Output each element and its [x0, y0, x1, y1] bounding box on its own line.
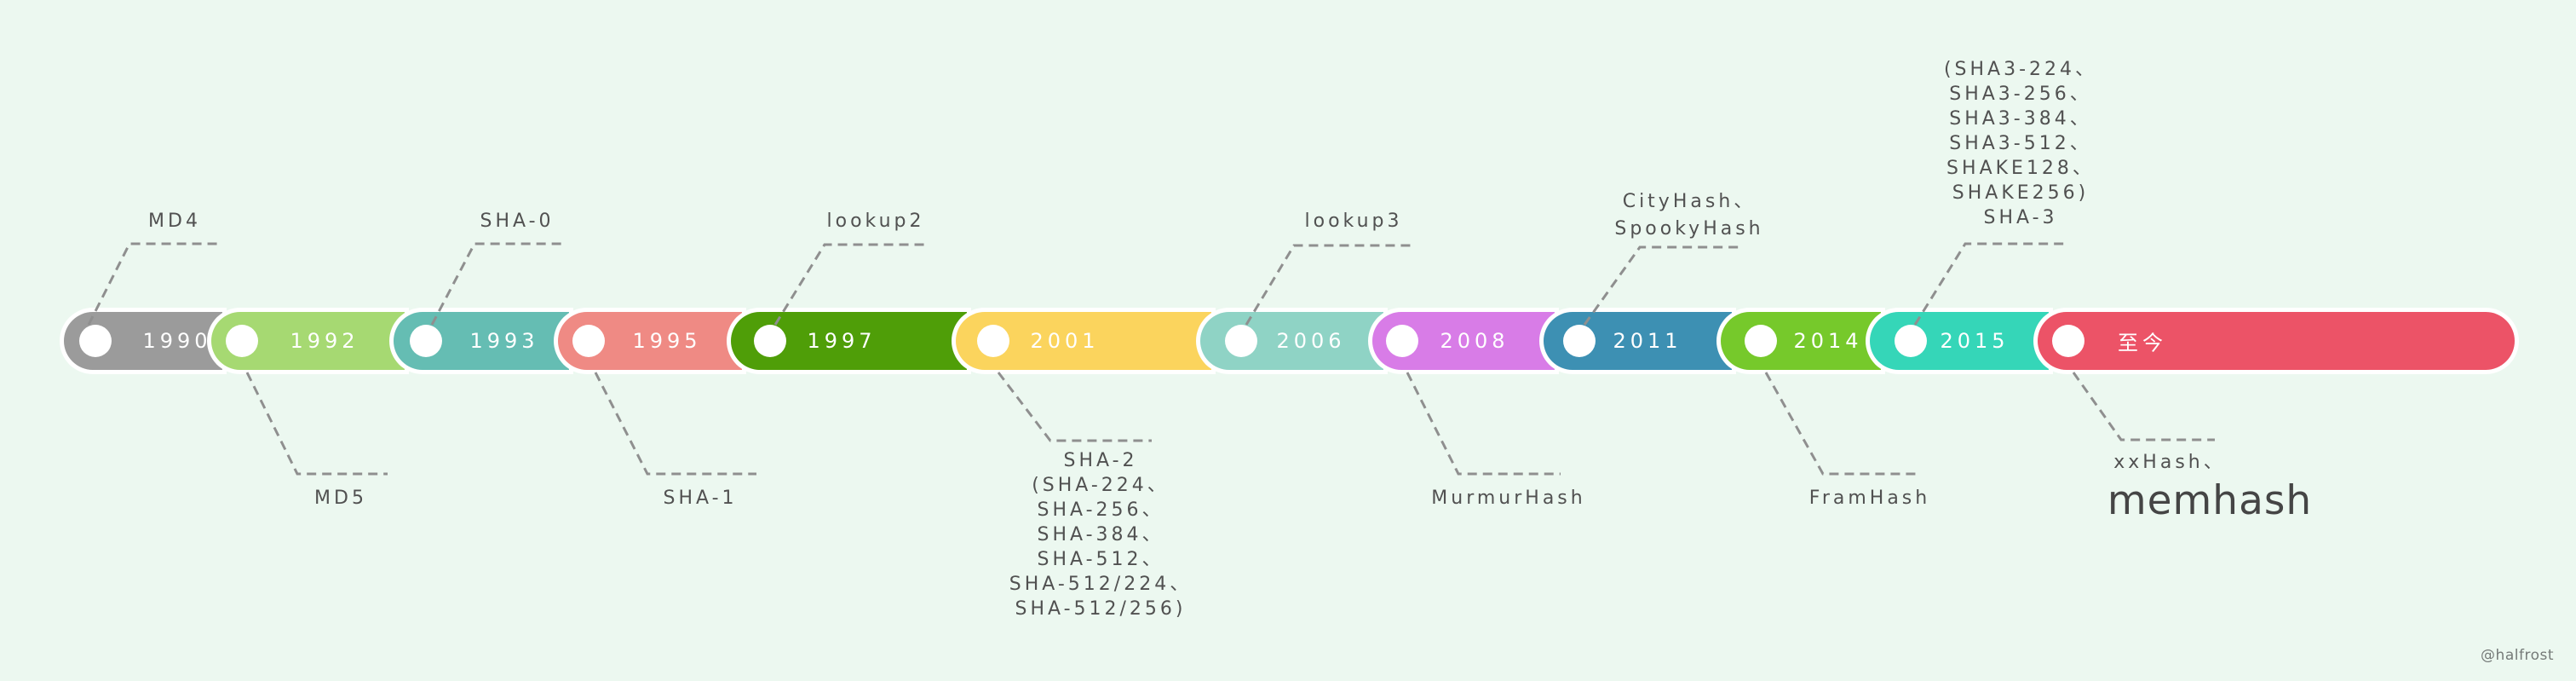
milestone-dot [79, 325, 112, 357]
year-label: 2008 [1440, 329, 1509, 353]
connector-line [1764, 372, 1918, 476]
event-label: SHA-0 [480, 209, 554, 234]
event-label-line: SHA3-512、 [1949, 133, 2092, 154]
event-label-line: FramHash [1808, 488, 1931, 509]
event-label-line: MurmurHash [1431, 488, 1586, 509]
year-label: 1993 [469, 329, 539, 353]
event-label: (SHA3-224、 SHA3-256、 SHA3-384、 SHA3-512、 SHA… [1944, 57, 2097, 230]
year-label: 1990 [142, 329, 212, 353]
event-label: lookup2 [826, 209, 924, 234]
milestone-dot [1563, 325, 1596, 357]
event-label-line: SHA-384、 [1037, 524, 1164, 545]
event-label-line: CityHash、 [1622, 191, 1757, 212]
watermark: @halfrost [2481, 647, 2554, 664]
year-label: 2011 [1613, 329, 1682, 353]
event-label-line: MD5 [314, 488, 367, 509]
milestone-dot [977, 325, 1009, 357]
event-label-line: lookup3 [1304, 211, 1403, 232]
connector-line [2072, 372, 2215, 441]
event-label-line: SpookyHash [1614, 218, 1764, 240]
year-label: 2006 [1276, 329, 1346, 353]
event-label-line: (SHA-224、 [1032, 475, 1170, 496]
event-label-line: SHA-3 [1983, 207, 2058, 228]
event-label: SHA-2 (SHA-224、 SHA-256、 SHA-384、 SHA-512、 SH… [1009, 448, 1192, 621]
event-label: xxHash、 [2113, 450, 2225, 475]
milestone-dot [572, 325, 605, 357]
event-label-line: (SHA3-224、 [1943, 59, 2098, 80]
year-label: 至今 [2118, 331, 2167, 355]
milestone-dot [1745, 325, 1777, 357]
milestone-dot [1895, 325, 1927, 357]
milestone-dot [754, 325, 786, 357]
connector-line [997, 372, 1152, 442]
year-label: 1995 [632, 329, 702, 353]
event-label-line: lookup2 [826, 211, 925, 232]
year-label: 2014 [1793, 329, 1863, 353]
connector-line [594, 372, 756, 476]
milestone-dot [1386, 325, 1418, 357]
event-label-line: SHA-512、 [1037, 549, 1164, 570]
event-label-line: SHA3-256、 [1949, 84, 2092, 105]
event-label: MurmurHash [1431, 486, 1585, 511]
milestone-dot [226, 325, 258, 357]
year-label: 2015 [1940, 329, 2010, 353]
event-label-line: SHA-512/256) [1015, 598, 1187, 620]
connector-line [245, 372, 388, 476]
event-label: lookup3 [1304, 209, 1402, 234]
event-label-line: SHA-2 [1063, 450, 1138, 471]
event-label: FramHash [1809, 486, 1930, 511]
memhash-label: memhash [2107, 477, 2313, 524]
event-label-line: SHAKE128、 [1946, 158, 2095, 179]
milestone-dot [410, 325, 442, 357]
event-label-line: SHA3-384、 [1949, 108, 2092, 130]
milestone-dot [2052, 325, 2084, 357]
year-label: 1997 [807, 329, 877, 353]
event-label-line: SHA-0 [480, 211, 555, 232]
event-label-line: xxHash、 [2113, 452, 2226, 473]
event-label-line: SHA-1 [663, 488, 738, 509]
year-label: 1992 [290, 329, 359, 353]
timeline-segment-now [2038, 312, 2515, 370]
connector-line [1406, 372, 1561, 476]
event-label: MD5 [314, 486, 367, 511]
event-label: CityHash、 SpookyHash [1614, 188, 1763, 243]
event-label: SHA-1 [663, 486, 737, 511]
milestone-dot [1225, 325, 1257, 357]
event-label: MD4 [148, 209, 201, 234]
year-label: 2001 [1030, 329, 1100, 353]
event-label-line: SHAKE256) [1952, 182, 2090, 204]
event-label-line: MD4 [148, 211, 201, 232]
event-label-line: SHA-512/224、 [1009, 574, 1193, 595]
event-label-line: SHA-256、 [1037, 499, 1164, 521]
